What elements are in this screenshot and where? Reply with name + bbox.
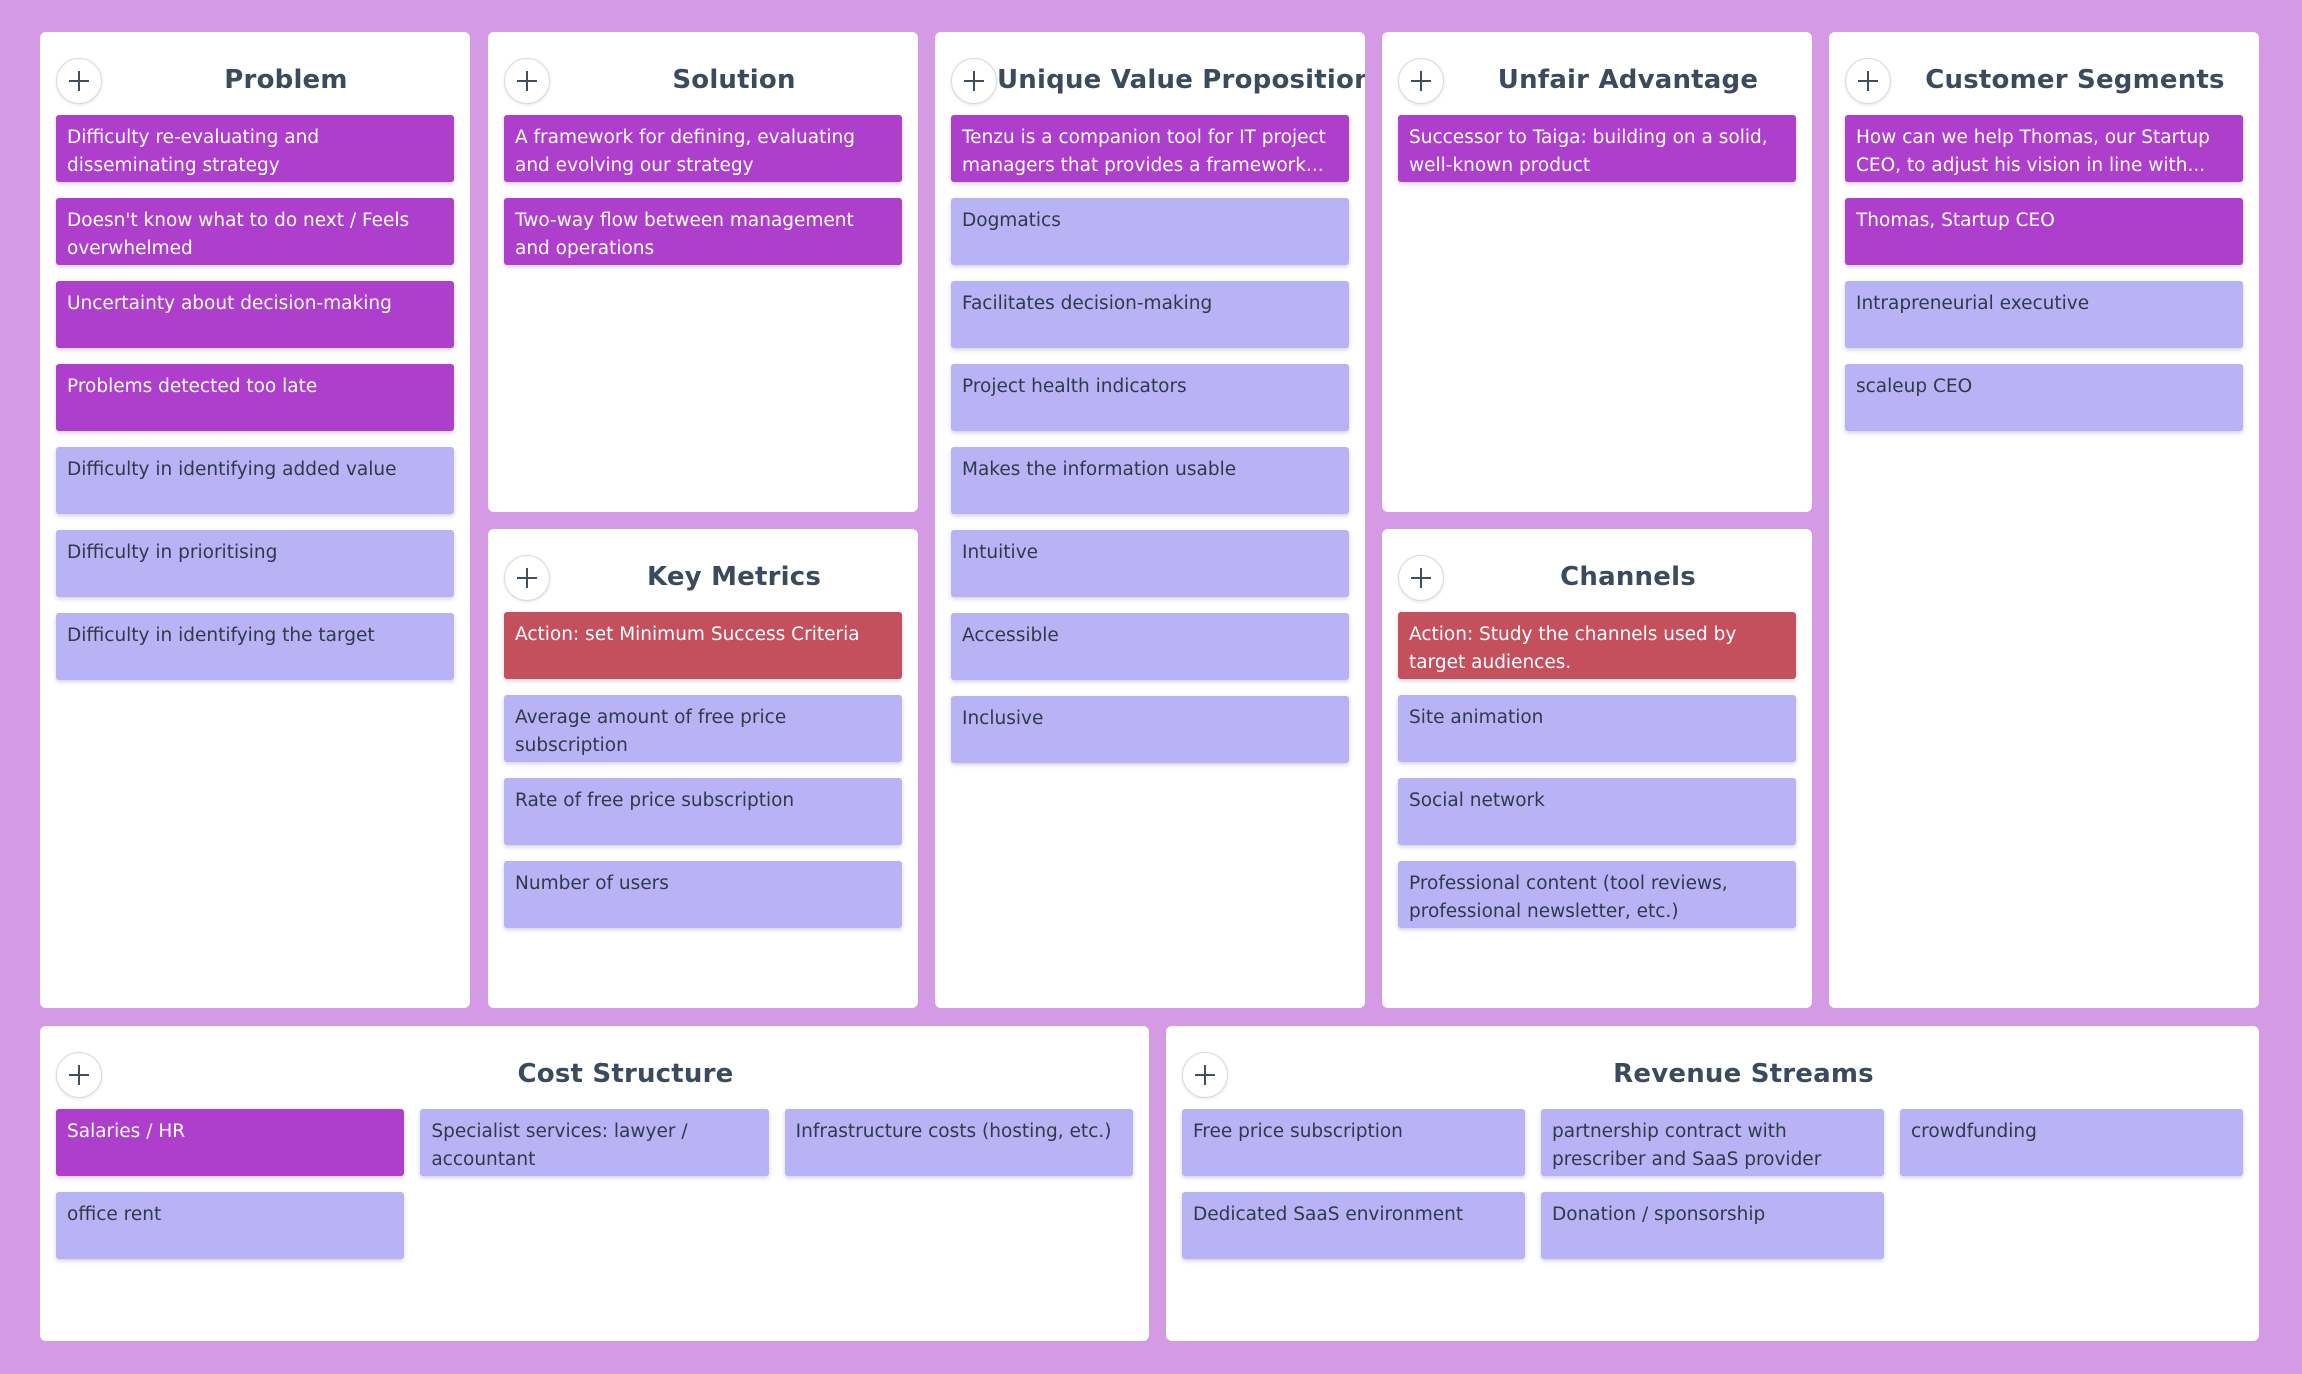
card[interactable]: Free price subscription — [1182, 1109, 1525, 1176]
card[interactable]: Average amount of free price subscriptio… — [504, 695, 902, 762]
card-list: Difficulty re-evaluating and disseminati… — [56, 115, 454, 696]
card[interactable]: Rate of free price subscription — [504, 778, 902, 845]
card-list: Action: set Minimum Success Criteria Ave… — [504, 612, 902, 944]
card[interactable]: Successor to Taiga: building on a solid,… — [1398, 115, 1796, 182]
card[interactable]: A framework for defining, evaluating and… — [504, 115, 902, 182]
card[interactable]: How can we help Thomas, our Startup CEO,… — [1845, 115, 2243, 182]
card[interactable]: Two-way flow between management and oper… — [504, 198, 902, 265]
card[interactable]: Thomas, Startup CEO — [1845, 198, 2243, 265]
panel-title: Key Metrics — [646, 562, 822, 592]
card-list: A framework for defining, evaluating and… — [504, 115, 902, 281]
problem-panel: Problem Difficulty re-evaluating and dis… — [40, 32, 470, 1008]
card[interactable]: Project health indicators — [951, 364, 1349, 431]
add-card-button[interactable] — [56, 1052, 102, 1098]
card[interactable]: Action: Study the channels used by targe… — [1398, 612, 1796, 679]
card[interactable]: Dedicated SaaS environment — [1182, 1192, 1525, 1259]
card[interactable]: Number of users — [504, 861, 902, 928]
card-list: Tenzu is a companion tool for IT project… — [951, 115, 1349, 779]
card[interactable]: Difficulty in identifying the target — [56, 613, 454, 680]
panel-header: Solution — [488, 32, 918, 146]
card[interactable]: Tenzu is a companion tool for IT project… — [951, 115, 1349, 182]
card[interactable]: Accessible — [951, 613, 1349, 680]
add-card-button[interactable] — [1845, 58, 1891, 104]
panel-header: Customer Segments — [1829, 32, 2259, 146]
panel-header: Cost Structure — [40, 1026, 1149, 1140]
uvp-panel: Unique Value Proposition Tenzu is a comp… — [935, 32, 1365, 1008]
card[interactable]: Problems detected too late — [56, 364, 454, 431]
customer-segments-panel: Customer Segments How can we help Thomas… — [1829, 32, 2259, 1008]
card-list: Action: Study the channels used by targe… — [1398, 612, 1796, 944]
panel-title: Problem — [224, 65, 348, 95]
panel-title: Solution — [672, 65, 796, 95]
card[interactable]: Inclusive — [951, 696, 1349, 763]
solution-panel: Solution A framework for defining, evalu… — [488, 32, 918, 512]
card[interactable]: Professional content (tool reviews, prof… — [1398, 861, 1796, 928]
revenue-streams-panel: Revenue Streams Free price subscription … — [1166, 1026, 2259, 1341]
card[interactable]: Difficulty in prioritising — [56, 530, 454, 597]
card-list: How can we help Thomas, our Startup CEO,… — [1845, 115, 2243, 447]
card[interactable]: Intuitive — [951, 530, 1349, 597]
card-list: Free price subscription partnership cont… — [1182, 1109, 2243, 1275]
panel-title: Unfair Advantage — [1497, 65, 1759, 95]
card[interactable]: Specialist services: lawyer / accountant — [420, 1109, 769, 1176]
card[interactable]: crowdfunding — [1900, 1109, 2243, 1176]
card[interactable]: Facilitates decision-making — [951, 281, 1349, 348]
add-card-button[interactable] — [1182, 1052, 1228, 1098]
add-card-button[interactable] — [504, 58, 550, 104]
panel-title: Cost Structure — [517, 1059, 734, 1089]
card[interactable]: Uncertainty about decision-making — [56, 281, 454, 348]
panel-header: Unique Value Proposition — [935, 32, 1365, 146]
card[interactable]: Salaries / HR — [56, 1109, 405, 1176]
key-metrics-panel: Key Metrics Action: set Minimum Success … — [488, 529, 918, 1008]
add-card-button[interactable] — [56, 58, 102, 104]
panel-header: Revenue Streams — [1166, 1026, 2259, 1140]
card[interactable]: Donation / sponsorship — [1541, 1192, 1884, 1259]
card[interactable]: Doesn't know what to do next / Feels ove… — [56, 198, 454, 265]
panel-title: Channels — [1560, 562, 1696, 592]
card[interactable]: Makes the information usable — [951, 447, 1349, 514]
card[interactable]: Infrastructure costs (hosting, etc.) — [784, 1109, 1133, 1176]
add-card-button[interactable] — [951, 58, 997, 104]
card-list: Salaries / HR Specialist services: lawye… — [56, 1109, 1133, 1275]
cost-structure-panel: Cost Structure Salaries / HR Specialist … — [40, 1026, 1149, 1341]
card[interactable]: Action: set Minimum Success Criteria — [504, 612, 902, 679]
card[interactable]: Social network — [1398, 778, 1796, 845]
panel-header: Unfair Advantage — [1382, 32, 1812, 146]
add-card-button[interactable] — [1398, 58, 1444, 104]
add-card-button[interactable] — [1398, 555, 1444, 601]
panel-header: Channels — [1382, 529, 1812, 643]
card[interactable]: Dogmatics — [951, 198, 1349, 265]
panel-header: Key Metrics — [488, 529, 918, 643]
card[interactable]: Difficulty in identifying added value — [56, 447, 454, 514]
card[interactable]: Intrapreneurial executive — [1845, 281, 2243, 348]
card-list: Successor to Taiga: building on a solid,… — [1398, 115, 1796, 198]
card[interactable]: Difficulty re-evaluating and disseminati… — [56, 115, 454, 182]
panel-title: Unique Value Proposition — [997, 65, 1365, 95]
add-card-button[interactable] — [504, 555, 550, 601]
card[interactable]: Site animation — [1398, 695, 1796, 762]
unfair-advantage-panel: Unfair Advantage Successor to Taiga: bui… — [1382, 32, 1812, 512]
panel-header: Problem — [40, 32, 470, 146]
panel-title: Revenue Streams — [1613, 1059, 1874, 1089]
panel-title: Customer Segments — [1925, 65, 2225, 95]
card[interactable]: scaleup CEO — [1845, 364, 2243, 431]
card[interactable]: office rent — [56, 1192, 405, 1259]
channels-panel: Channels Action: Study the channels used… — [1382, 529, 1812, 1008]
card[interactable]: partnership contract with prescriber and… — [1541, 1109, 1884, 1176]
